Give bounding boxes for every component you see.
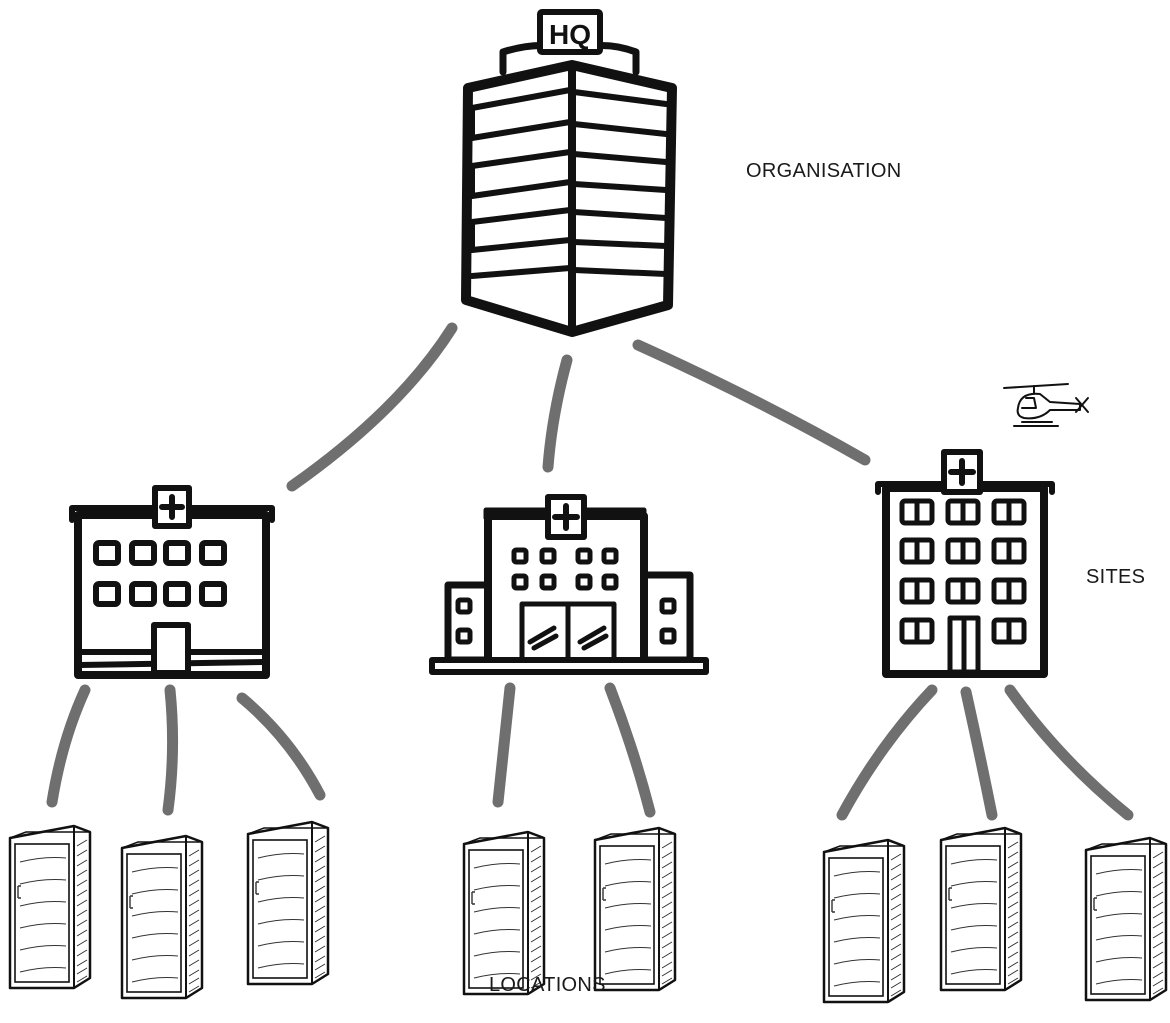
connector-hq-site-3 xyxy=(632,339,871,466)
connectors xyxy=(46,322,1134,821)
location-6-server-rack-icon xyxy=(822,838,906,1004)
connector-hq-site-2 xyxy=(542,354,573,473)
location-3-server-rack-icon xyxy=(246,820,330,986)
location-4-server-rack-icon xyxy=(462,830,546,996)
connector-site-1-loc-3 xyxy=(236,692,326,801)
hq-sign xyxy=(537,9,603,55)
location-7-server-rack-icon xyxy=(939,826,1023,992)
helicopter-icon xyxy=(1003,383,1089,427)
hq-building-icon xyxy=(461,9,677,337)
location-8-server-rack-icon xyxy=(1084,836,1168,1002)
hq-sign-text: HQ xyxy=(549,19,591,50)
connector-site-1-loc-1 xyxy=(46,684,91,808)
connector-hq-site-1 xyxy=(286,322,458,492)
locations-label: LOCATIONS xyxy=(489,974,606,996)
site-1-hospital-icon xyxy=(69,485,275,679)
location-1-server-rack-icon xyxy=(8,824,92,990)
connector-site-3-loc-2 xyxy=(960,686,998,821)
site-3-hospital-icon xyxy=(875,449,1055,678)
sites-label: SITES xyxy=(1086,566,1146,588)
organisation-label: ORGANISATION xyxy=(746,160,902,182)
location-5-server-rack-icon xyxy=(593,826,677,992)
location-2-server-rack-icon xyxy=(120,834,204,1000)
connector-site-1-loc-2 xyxy=(162,684,179,816)
site-2-hospital-icon xyxy=(429,494,709,675)
connector-site-3-loc-3 xyxy=(1004,684,1134,821)
connector-site-2-loc-2 xyxy=(604,682,656,818)
connector-site-2-loc-1 xyxy=(492,682,516,808)
connector-site-3-loc-1 xyxy=(836,684,938,821)
